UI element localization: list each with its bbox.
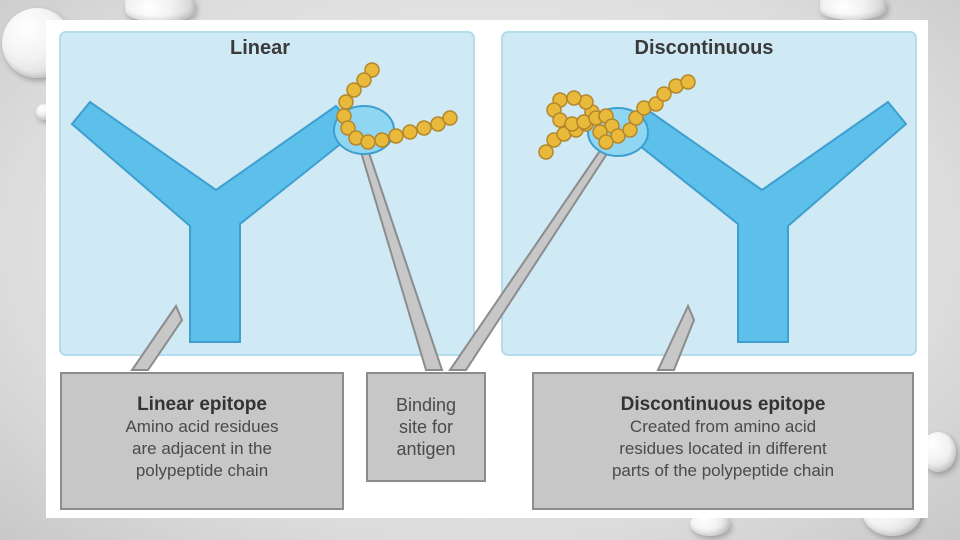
amino-acid-bead bbox=[360, 134, 376, 150]
amino-acid-bead bbox=[346, 82, 362, 98]
epitope-figure: Linear Discontinuous Linear epitope Amin… bbox=[46, 20, 928, 518]
binding-site-line: site for bbox=[398, 417, 454, 437]
amino-acid-bead bbox=[364, 62, 380, 78]
discontinuous-epitope-label: Discontinuous epitope Created from amino… bbox=[532, 372, 914, 510]
discontinuous-epitope-pointer bbox=[656, 303, 696, 371]
discontinuous-antigen-chain bbox=[538, 74, 696, 160]
binding-site-line: Binding bbox=[395, 395, 457, 415]
amino-acid-bead bbox=[656, 86, 672, 102]
discontinuous-epitope-line: parts of the polypeptide chain bbox=[611, 461, 835, 480]
amino-acid-bead bbox=[566, 90, 582, 106]
water-drop-decoration bbox=[820, 0, 886, 20]
amino-acid-bead bbox=[430, 116, 446, 132]
linear-panel-title: Linear bbox=[229, 37, 291, 59]
linear-epitope-line: are adjacent in the bbox=[132, 439, 272, 458]
epitope-diagram bbox=[59, 31, 917, 371]
discontinuous-epitope-line: Created from amino acid bbox=[629, 417, 817, 436]
amino-acid-bead bbox=[442, 110, 458, 126]
linear-epitope-line: Amino acid residues bbox=[125, 417, 279, 436]
discontinuous-epitope-heading: Discontinuous epitope bbox=[620, 394, 826, 415]
amino-acid-bead bbox=[402, 124, 418, 140]
amino-acid-bead bbox=[338, 94, 354, 110]
linear-epitope-label: Linear epitope Amino acid residues are a… bbox=[60, 372, 344, 510]
amino-acid-bead bbox=[388, 128, 404, 144]
amino-acid-bead bbox=[610, 128, 626, 144]
amino-acid-bead bbox=[598, 134, 614, 150]
amino-acid-bead bbox=[628, 110, 644, 126]
discontinuous-panel-title: Discontinuous bbox=[634, 37, 774, 59]
amino-acid-bead bbox=[356, 72, 372, 88]
amino-acid-bead bbox=[622, 122, 638, 138]
discontinuous-epitope-line: residues located in different bbox=[619, 439, 827, 458]
amino-acid-bead bbox=[538, 144, 554, 160]
linear-antigen-chain bbox=[336, 62, 458, 150]
water-drop-decoration bbox=[125, 0, 195, 22]
linear-epitope-pointer bbox=[130, 303, 184, 371]
amino-acid-bead bbox=[374, 132, 390, 148]
amino-acid-bead bbox=[648, 96, 664, 112]
amino-acid-bead bbox=[680, 74, 696, 90]
linear-epitope-line: polypeptide chain bbox=[135, 461, 269, 480]
amino-acid-bead bbox=[416, 120, 432, 136]
amino-acid-bead bbox=[340, 120, 356, 136]
binding-site-line: antigen bbox=[396, 439, 456, 459]
binding-site-label: Binding site for antigen bbox=[366, 372, 486, 482]
linear-epitope-heading: Linear epitope bbox=[137, 394, 267, 415]
